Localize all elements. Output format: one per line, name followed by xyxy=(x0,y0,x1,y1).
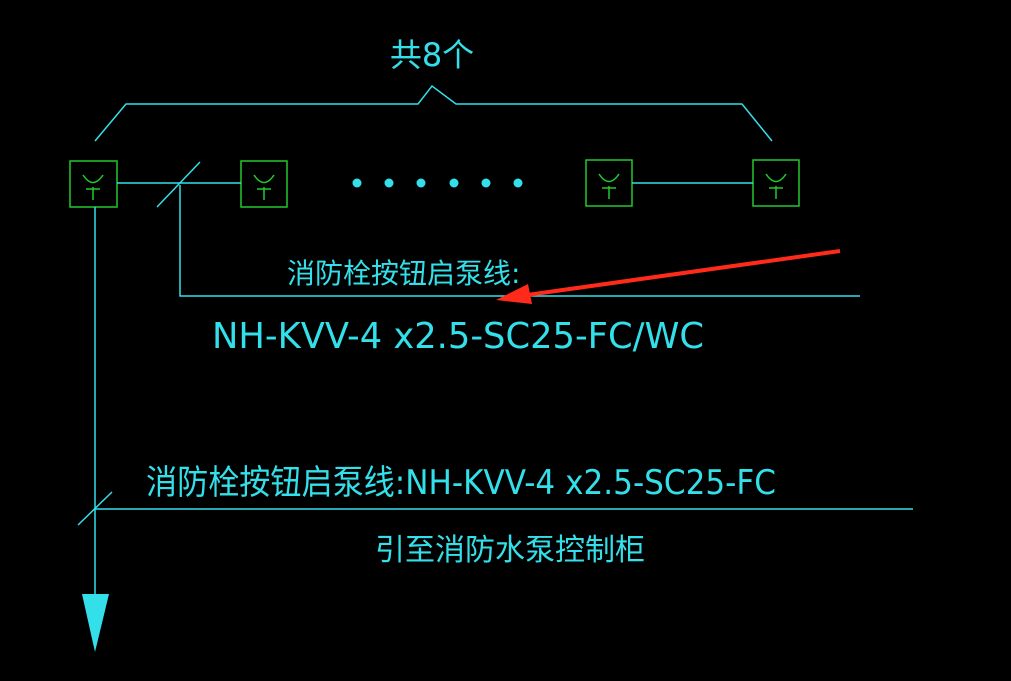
ellipsis-dots xyxy=(352,178,523,188)
trunk-tick-mark xyxy=(77,491,113,526)
ellipsis-dot xyxy=(513,178,523,188)
branch-leader-line xyxy=(179,185,860,297)
branch-label-line1: 消防栓按钮启泵线: xyxy=(287,257,520,290)
wire-tick-mark xyxy=(156,161,201,208)
ellipsis-dot xyxy=(481,178,491,188)
hydrant-button-1 xyxy=(69,160,118,208)
branch-label-line2: NH-KVV-4 x2.5-SC25-FC/WC xyxy=(212,316,704,357)
ellipsis-dot xyxy=(384,178,394,188)
main-cable-label: 消防栓按钮启泵线:NH-KVV-4 x2.5-SC25-FC xyxy=(146,463,776,503)
hydrant-button-icon xyxy=(240,160,288,208)
red-pointer-arrow-icon xyxy=(496,249,841,304)
hydrant-symbol xyxy=(82,174,104,200)
hydrant-symbol xyxy=(765,173,787,199)
hydrant-symbol xyxy=(253,174,275,200)
hydrant-button-7 xyxy=(585,159,633,207)
destination-label: 引至消防水泵控制柜 xyxy=(375,533,645,568)
hydrant-button-icon xyxy=(752,159,800,207)
count-brace xyxy=(94,84,773,142)
ellipsis-dot xyxy=(449,178,459,188)
hydrant-button-icon xyxy=(585,159,633,207)
down-arrow-icon xyxy=(82,594,109,652)
hydrant-symbol xyxy=(598,173,620,199)
count-label: 共8个 xyxy=(390,36,474,74)
ellipsis-dot xyxy=(416,178,426,188)
hydrant-button-icon xyxy=(69,160,118,208)
hydrant-button-8 xyxy=(752,159,800,207)
hydrant-button-2 xyxy=(240,160,288,208)
ellipsis-dot xyxy=(352,178,362,188)
